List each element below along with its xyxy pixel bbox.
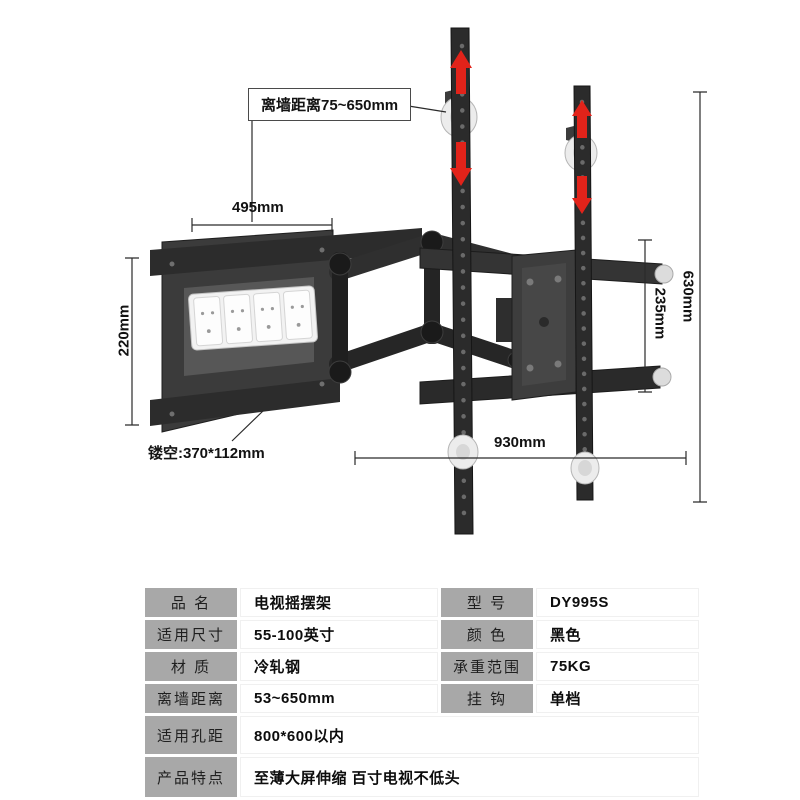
up-arrow-icon xyxy=(450,50,472,94)
dim-height-left: 220mm xyxy=(115,304,133,357)
spec-label-product-name: 品 名 xyxy=(145,588,237,617)
dim-right-outer: 630mm xyxy=(679,270,697,323)
dim-width-bottom: 930mm xyxy=(494,434,546,451)
spec-label-model: 型 号 xyxy=(441,588,533,617)
spec-value-hook: 单档 xyxy=(536,684,699,713)
spec-value-model: DY995S xyxy=(536,588,699,617)
vesa-plate xyxy=(496,249,577,401)
down-arrow-icon xyxy=(450,142,472,186)
spec-value-color: 黑色 xyxy=(536,620,699,649)
down-arrow-icon xyxy=(572,176,592,214)
spec-value-material: 冷轧钢 xyxy=(240,652,438,681)
spec-label-hook: 挂 钩 xyxy=(441,684,533,713)
mount-diagram: 离墙距离75~650mm 495mm 220mm 镂空:370*112mm 93… xyxy=(115,27,707,535)
spec-table: 品 名 电视摇摆架 型 号 DY995S 适用尺寸 55-100英寸 颜 色 黑… xyxy=(145,588,699,797)
spec-label-hole-pitch: 适用孔距 xyxy=(145,716,237,754)
spec-label-size: 适用尺寸 xyxy=(145,620,237,649)
tv-rail-right xyxy=(573,85,594,501)
spec-value-product-name: 电视摇摆架 xyxy=(240,588,438,617)
bottom-rollers xyxy=(447,434,600,485)
wall-distance-callout: 离墙距离75~650mm xyxy=(248,88,412,121)
up-arrow-icon xyxy=(572,100,592,138)
dim-cutout: 镂空:370*112mm xyxy=(148,445,265,462)
spec-value-hole-pitch: 800*600以内 xyxy=(240,716,699,754)
spec-value-size: 55-100英寸 xyxy=(240,620,438,649)
spec-value-load: 75KG xyxy=(536,652,699,681)
dim-width-top: 495mm xyxy=(232,199,284,216)
mount-illustration xyxy=(125,27,707,535)
spec-label-features: 产品特点 xyxy=(145,757,237,797)
spec-label-load: 承重范围 xyxy=(441,652,533,681)
spec-label-color: 颜 色 xyxy=(441,620,533,649)
spec-value-wall-distance: 53~650mm xyxy=(240,684,438,713)
dim-right-inner: 235mm xyxy=(651,287,669,340)
power-outlets xyxy=(188,285,318,351)
spec-label-wall-distance: 离墙距离 xyxy=(145,684,237,713)
spec-value-features: 至薄大屏伸缩 百寸电视不低头 xyxy=(240,757,699,797)
spec-label-material: 材 质 xyxy=(145,652,237,681)
dimension-lines xyxy=(125,91,707,503)
